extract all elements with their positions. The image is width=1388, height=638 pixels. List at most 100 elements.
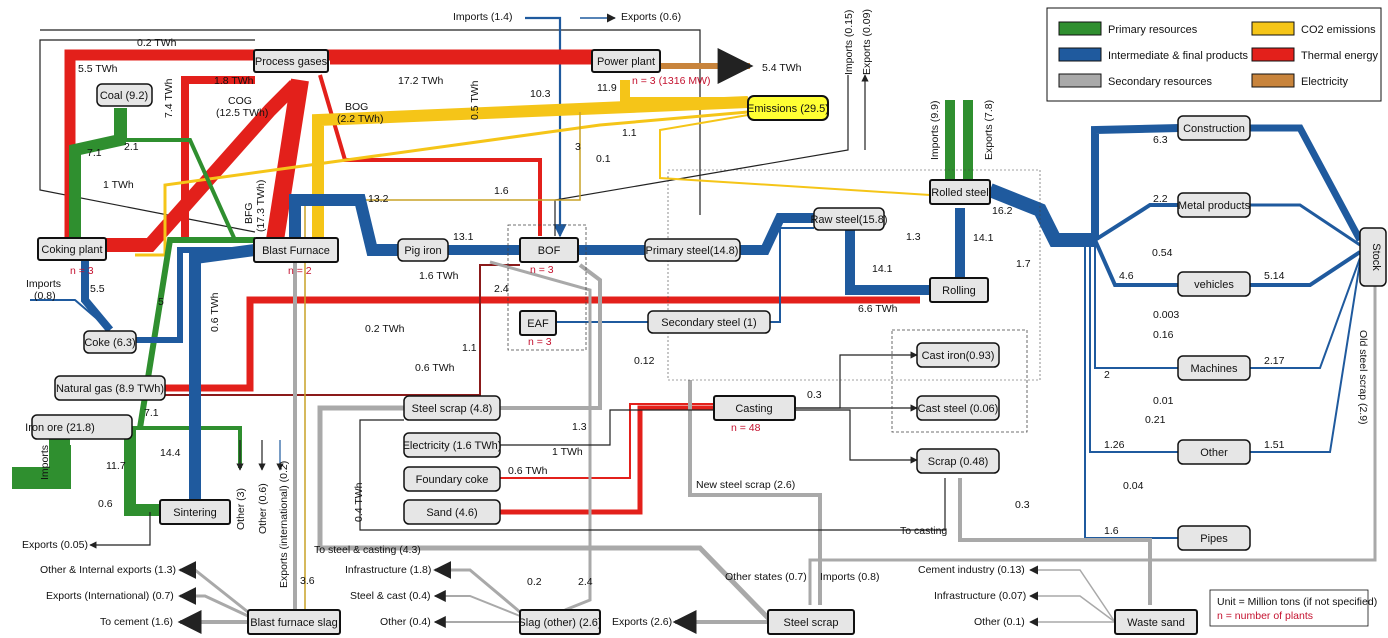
node-slag-other[interactable]: Slag (other) (2.6) [518, 609, 602, 635]
flow-label: 6.3 [1153, 134, 1168, 146]
node-eaf[interactable]: EAF [519, 310, 557, 336]
node-other[interactable]: Other [1177, 439, 1251, 465]
flow-label: 1.3 [906, 231, 921, 243]
flow-label: 5.5 [90, 283, 105, 295]
secondary-steel-label: Secondary steel (1) [661, 317, 756, 329]
flow-slag2-infra [433, 561, 521, 614]
electricity-label: Electricity (1.6 TWh) [403, 440, 502, 452]
flow-label: Other (0.1) [974, 616, 1025, 628]
flow-label: 13.1 [453, 231, 474, 243]
node-electricity[interactable]: Electricity (1.6 TWh) [403, 432, 502, 458]
node-bf-slag[interactable]: Blast furnace slag [247, 609, 341, 635]
power-plant-label: Power plant [597, 56, 655, 68]
flow-label: Imports [26, 278, 61, 290]
flow-label: 0.2 TWh [137, 37, 177, 49]
unit-note-text: Unit = Million tons (if not specified) [1217, 596, 1377, 608]
flow-label: To cement (1.6) [100, 616, 173, 628]
flow-label: Imports (9.9) [929, 100, 941, 160]
flow-labels: Imports (1.4) Exports (0.6) Imports (0.1… [22, 9, 1369, 628]
node-sintering[interactable]: Sintering [159, 499, 231, 525]
node-pipes[interactable]: Pipes [1177, 525, 1251, 551]
flow-label: Exports (international) (0.2) [278, 461, 290, 588]
node-sand[interactable]: Sand (4.6) [403, 499, 501, 525]
node-machines[interactable]: Machines [1177, 355, 1251, 381]
flow-label: 1.8 TWh [214, 75, 254, 87]
flow-scrap-bof [500, 263, 602, 410]
node-iron-ore[interactable]: Iron ore (21.8) [25, 414, 133, 440]
construction-label: Construction [1183, 123, 1245, 135]
flow-label: New steel scrap (2.6) [696, 479, 795, 491]
rolling-boundary [667, 169, 1041, 381]
flow-co2-power [620, 80, 748, 107]
node-cast-iron[interactable]: Cast iron(0.93) [916, 342, 1000, 368]
flow-label: 4.6 [1119, 270, 1134, 282]
flow-label: 0.01 [1153, 395, 1174, 407]
node-secondary-steel[interactable]: Secondary steel (1) [647, 310, 771, 334]
flow-label: Exports (0.09) [861, 9, 873, 75]
unit-note: Unit = Million tons (if not specified) n… [1209, 589, 1377, 627]
flow-label: 0.2 [527, 576, 542, 588]
machines-label: Machines [1190, 363, 1238, 375]
flow-label: Exports (0.6) [621, 11, 681, 23]
node-stock[interactable]: Stock [1359, 227, 1387, 287]
flow-label: 10.3 [530, 88, 551, 100]
flow-label: 7.1 [87, 147, 102, 159]
legend-swatch-thermal [1251, 47, 1295, 62]
node-cast-steel[interactable]: Cast steel (0.06) [916, 395, 1000, 421]
sintering-label: Sintering [173, 507, 216, 519]
flow-exports-005 [89, 512, 151, 549]
eaf-label: EAF [527, 318, 549, 330]
node-process-gases[interactable]: Process gases [253, 49, 329, 73]
flow-label: 2.4 [494, 283, 509, 295]
legend-swatch-secondary [1058, 73, 1102, 88]
flow-label: 5.14 [1264, 270, 1285, 282]
node-pig-iron[interactable]: Pig iron [397, 238, 449, 262]
power-plant-count: n = 3 (1316 MW) [632, 75, 711, 87]
node-raw-steel[interactable]: Raw steel(15.8) [810, 207, 888, 231]
node-coking-plant[interactable]: Coking plant [37, 237, 107, 261]
node-steel-scrap[interactable]: Steel scrap [767, 609, 855, 635]
node-emissions[interactable]: Emissions (29.5) [747, 95, 829, 121]
node-rolling[interactable]: Rolling [929, 277, 989, 303]
flow-label: 3.6 [300, 575, 315, 587]
node-casting[interactable]: Casting [713, 395, 796, 421]
node-steel-scrap-48[interactable]: Steel scrap (4.8) [403, 395, 501, 421]
flow-ore-sinter [124, 428, 160, 516]
node-primary-steel[interactable]: Primary steel(14.8) [644, 238, 741, 262]
node-scrap-048[interactable]: Scrap (0.48) [916, 448, 1000, 474]
node-blast-furnace[interactable]: Blast Furnace [253, 237, 339, 263]
flow-label: 6.6 TWh [858, 303, 898, 315]
flow-to-casting [359, 419, 946, 531]
node-bof[interactable]: BOF [519, 237, 579, 263]
node-power-plant[interactable]: Power plant [591, 49, 661, 73]
flow-label: 16.2 [992, 205, 1013, 217]
flow-to-machines [1094, 240, 1178, 369]
coking-plant-count: n = 3 [70, 265, 94, 277]
node-construction[interactable]: Construction [1177, 115, 1251, 141]
node-coal[interactable]: Coal (9.2) [96, 83, 153, 107]
node-coke[interactable]: Coke (6.3) [83, 330, 137, 354]
flow-vehicles-stock [1250, 250, 1362, 287]
node-rolled-steel[interactable]: Rolled steel [929, 179, 991, 205]
foundary-coke-label: Foundary coke [416, 474, 489, 486]
flow-label: 0.2 TWh [365, 323, 405, 335]
coke-label: Coke (6.3) [84, 337, 135, 349]
flow-label: 0.6 TWh [415, 362, 455, 374]
flow-label: COG [228, 95, 252, 107]
steel-scrap-48-label: Steel scrap (4.8) [412, 403, 493, 415]
node-foundary-coke[interactable]: Foundary coke [403, 466, 501, 492]
flow-label: 2 [1104, 369, 1110, 381]
other-label: Other [1200, 447, 1228, 459]
flow-label: 1 TWh [552, 446, 583, 458]
flow-label: 1.3 [572, 421, 587, 433]
node-vehicles[interactable]: vehicles [1177, 271, 1251, 297]
node-waste-sand[interactable]: Waste sand [1114, 609, 1198, 635]
vehicles-label: vehicles [1194, 279, 1234, 291]
flow-label: To casting [900, 525, 947, 537]
flow-to-steel-casting [317, 405, 772, 622]
flow-bf-pig [289, 194, 398, 256]
plants-note-text: n = number of plants [1217, 610, 1313, 622]
node-natural-gas[interactable]: Natural gas (8.9 TWh) [54, 375, 166, 401]
node-metal-products[interactable]: Metal products [1177, 192, 1251, 218]
flow-casting-scrap [795, 409, 918, 464]
